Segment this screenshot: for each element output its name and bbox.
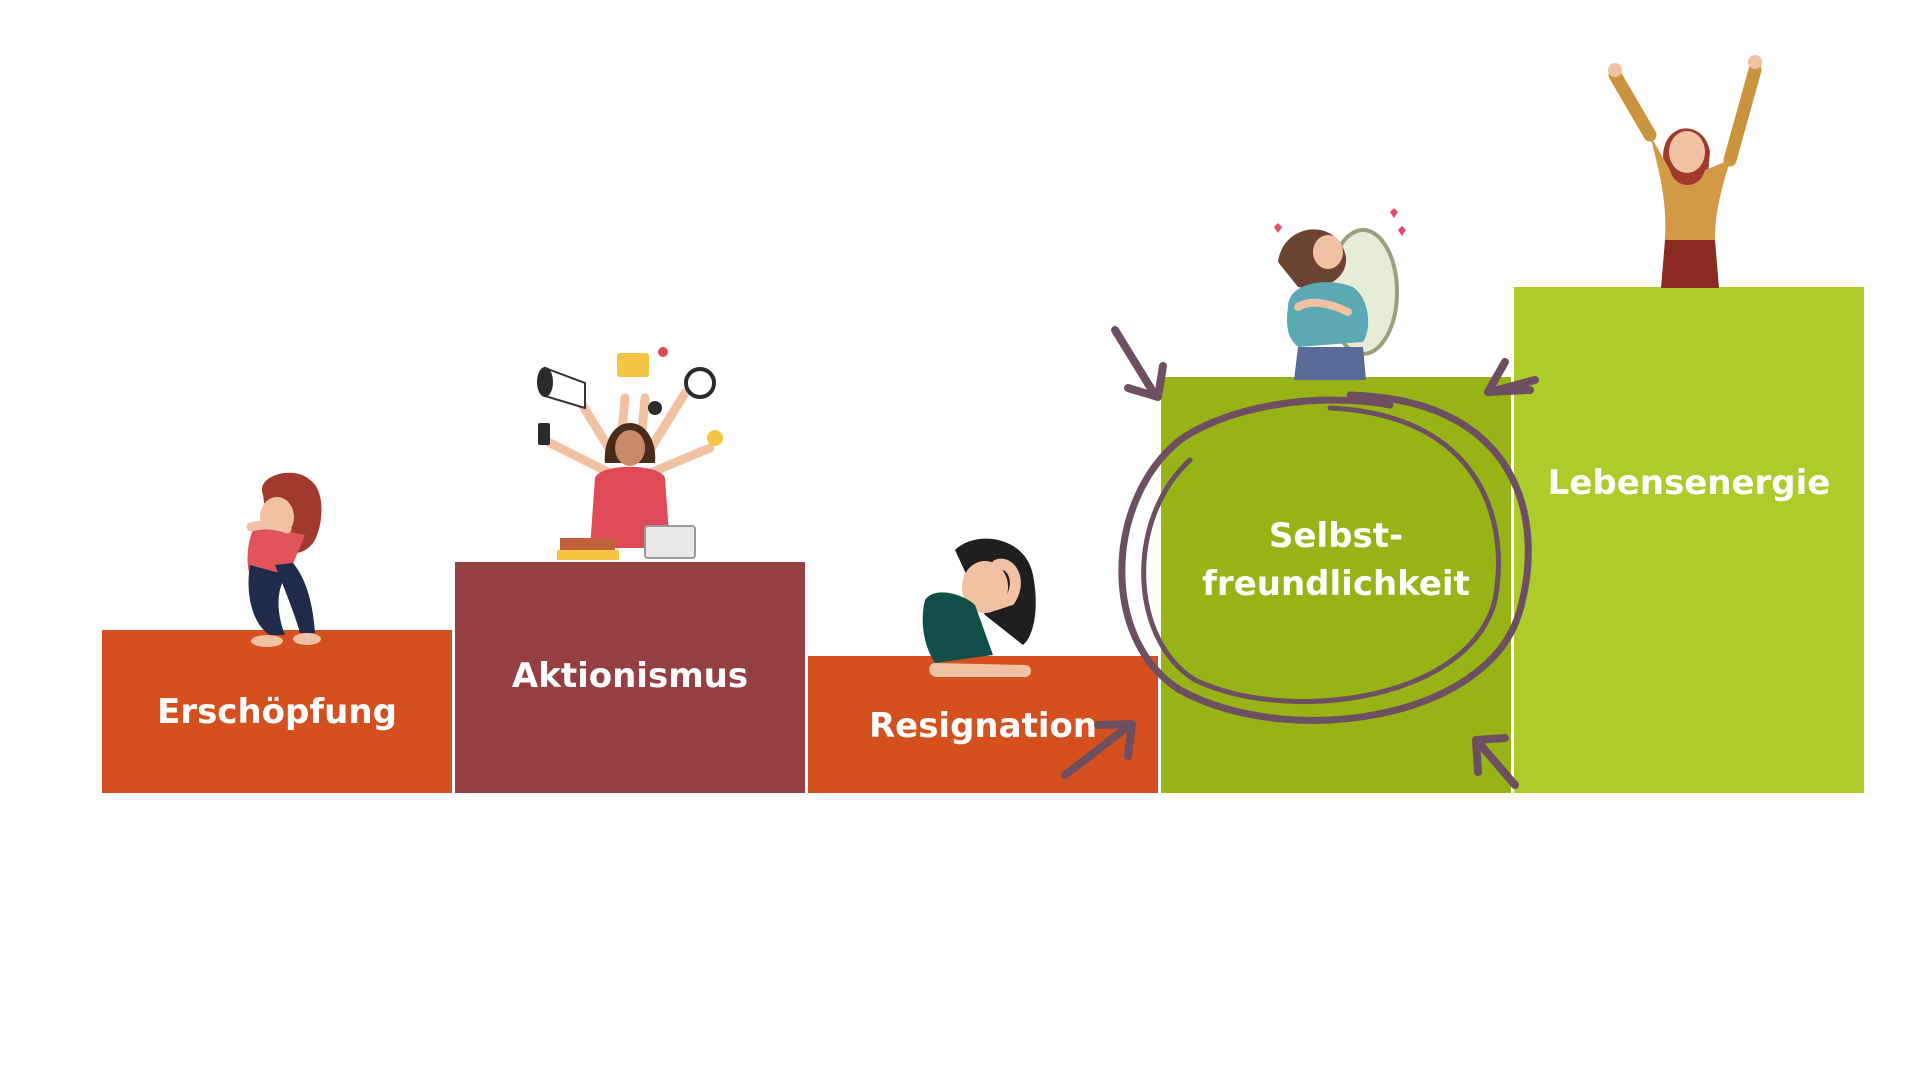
step-erschoepfung: Erschöpfung xyxy=(102,630,452,793)
arrow-bottom-left xyxy=(1061,720,1136,779)
step-label: Lebensenergie xyxy=(1547,463,1831,503)
step-label: Aktionismus xyxy=(511,656,749,696)
person-sitting-exhausted-icon xyxy=(246,472,322,647)
person-multitasking-icon xyxy=(537,347,723,560)
highlight-circle-inner xyxy=(1141,405,1501,704)
arrow-bottom-right xyxy=(1472,734,1519,789)
person-head-in-hand-icon xyxy=(922,538,1036,677)
step-label: Erschöpfung xyxy=(157,692,397,732)
arrow-top-left xyxy=(1111,326,1167,401)
arrow-top-right xyxy=(1484,358,1539,396)
person-cheering-icon xyxy=(1608,55,1762,288)
step-lebensenergie: Lebensenergie xyxy=(1514,287,1864,793)
step-selbstfreundlichkeit: Selbst- freundlichkeit xyxy=(1161,377,1511,793)
step-aktionismus: Aktionismus xyxy=(455,562,805,793)
step-label: Resignation xyxy=(868,706,1098,746)
person-hugging-mirror-icon xyxy=(1274,208,1406,380)
step-resignation: Resignation xyxy=(808,656,1158,793)
step-label: Selbst- freundlichkeit xyxy=(1202,516,1470,604)
highlight-circle xyxy=(1118,391,1532,724)
